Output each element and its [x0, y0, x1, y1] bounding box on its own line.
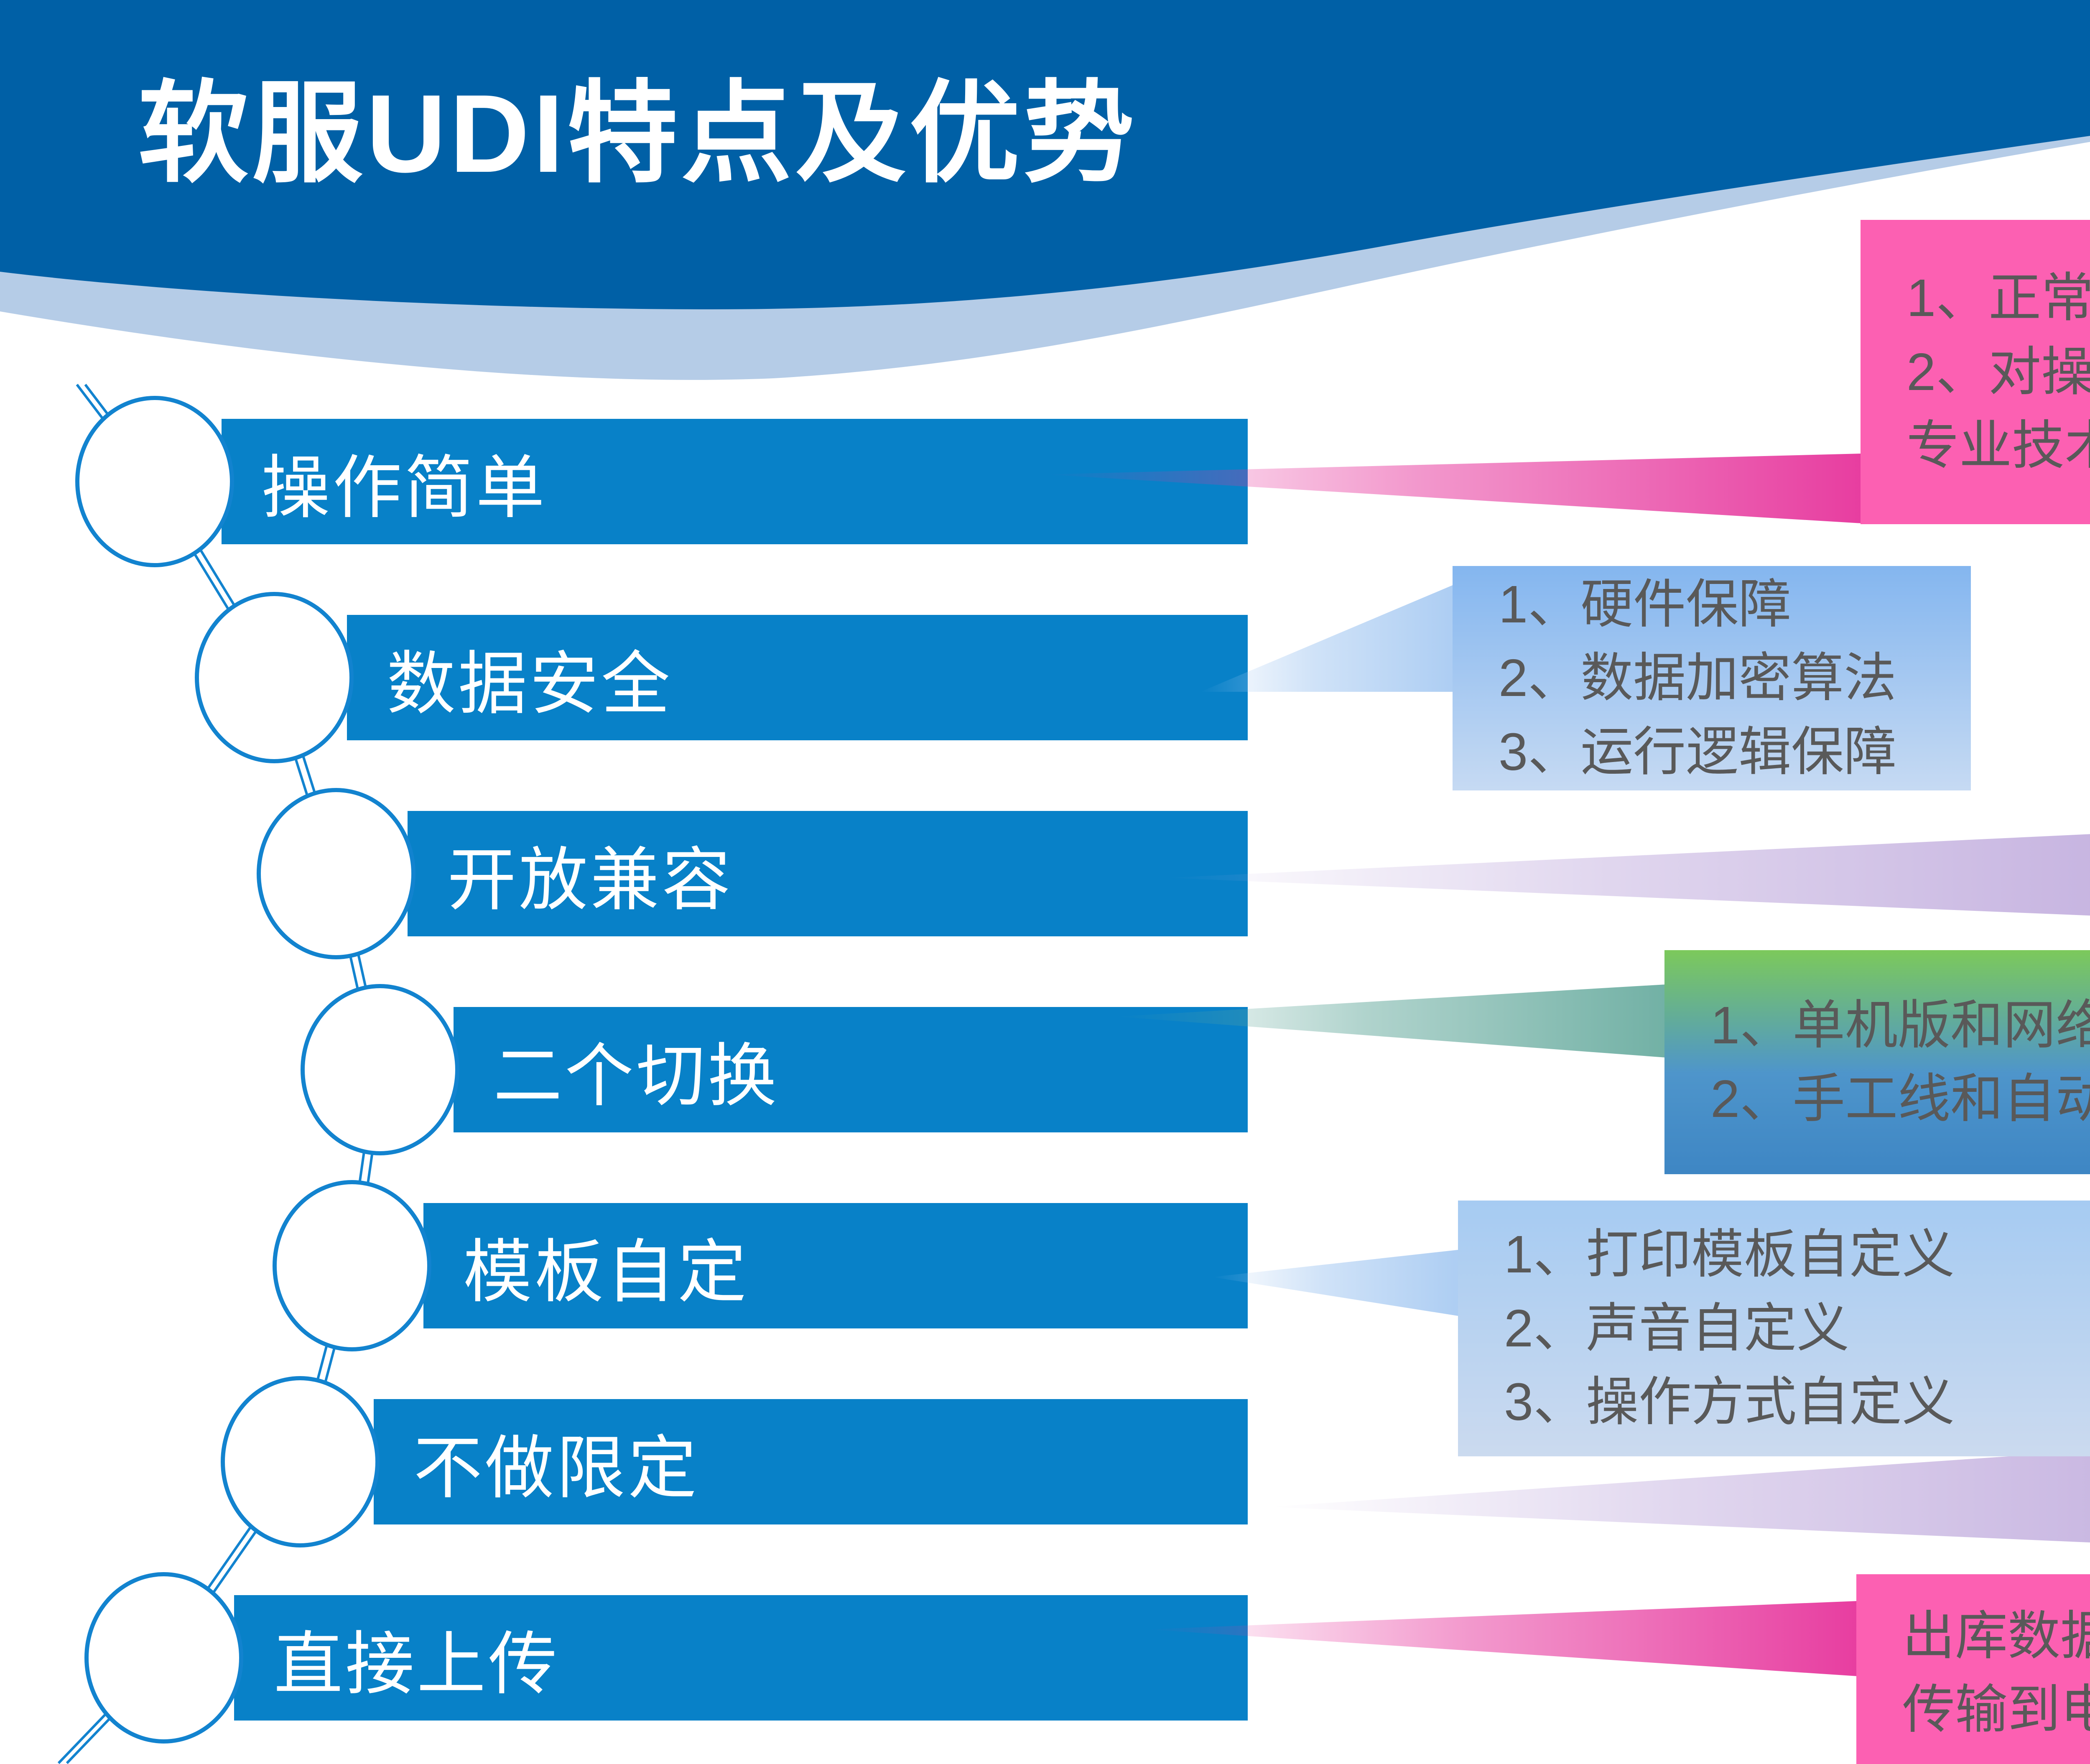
callout-text: 1、打印模板自定义 2、声音自定义 3、操作方式自定义: [1504, 1225, 1955, 1432]
callout-beam-6: [1269, 1450, 2090, 1543]
feature-bar-2: 数据安全: [347, 615, 1248, 740]
callout-beam-3: [1166, 834, 2090, 916]
chain-node-circle-6: [221, 1376, 380, 1547]
feature-bar-label: 二个切换: [493, 1037, 779, 1114]
callout-beam-4: [1116, 984, 1666, 1058]
callout-beam-7: [1147, 1601, 1858, 1676]
chain-node-circle-3: [257, 788, 415, 959]
feature-bar-4: 二个切换: [454, 1007, 1248, 1132]
callout-text: 1、正常培训1个小时 2、对操作人员不需要 专业技术: [1906, 268, 2090, 475]
callout-beam-5: [1212, 1250, 1458, 1316]
callout-beam-1: [1045, 454, 1862, 523]
feature-bar-label: 开放兼容: [447, 841, 733, 918]
feature-bar-1: 操作简单: [222, 419, 1248, 544]
callout-simple-operation: 1、正常培训1个小时 2、对操作人员不需要 专业技术: [1861, 220, 2090, 524]
chain-node-circle-2: [195, 592, 354, 763]
feature-bar-5: 模板自定: [423, 1203, 1248, 1328]
callout-data-security: 1、硬件保障 2、数据加密算法 3、运行逻辑保障: [1453, 566, 1971, 790]
chain-node-circle-4: [301, 984, 459, 1155]
callout-text: 1、单机版和网络版的切换 2、手工线和自动线的切换: [1710, 995, 2090, 1128]
feature-bar-label: 数据安全: [387, 645, 673, 722]
callout-direct-upload: 出库数据通过PDA直接 传输到电脑端: [1856, 1574, 2090, 1764]
feature-bar-label: 直接上传: [274, 1625, 560, 1703]
callout-beam-2: [1200, 585, 1453, 692]
feature-bar-label: 不做限定: [413, 1429, 699, 1507]
callout-text: 出库数据通过PDA直接 传输到电脑端: [1902, 1606, 2090, 1739]
feature-bar-7: 直接上传: [234, 1595, 1248, 1721]
chain-node-circle-1: [75, 396, 234, 567]
chain-node-circle-5: [273, 1180, 431, 1351]
feature-bar-label: 操作简单: [261, 449, 547, 526]
feature-bar-3: 开放兼容: [408, 811, 1248, 936]
callout-text: 1、硬件保障 2、数据加密算法 3、运行逻辑保障: [1499, 574, 1897, 781]
chain-node-circle-7: [84, 1572, 243, 1744]
header-wave-dark: [0, 0, 2090, 309]
feature-bar-6: 不做限定: [374, 1399, 1248, 1524]
feature-bar-label: 模板自定: [463, 1233, 749, 1310]
callout-custom-templates: 1、打印模板自定义 2、声音自定义 3、操作方式自定义: [1458, 1201, 2090, 1456]
slide-title: 软服UDI特点及优势: [138, 72, 1138, 196]
callout-two-switches: 1、单机版和网络版的切换 2、手工线和自动线的切换: [1664, 950, 2090, 1174]
